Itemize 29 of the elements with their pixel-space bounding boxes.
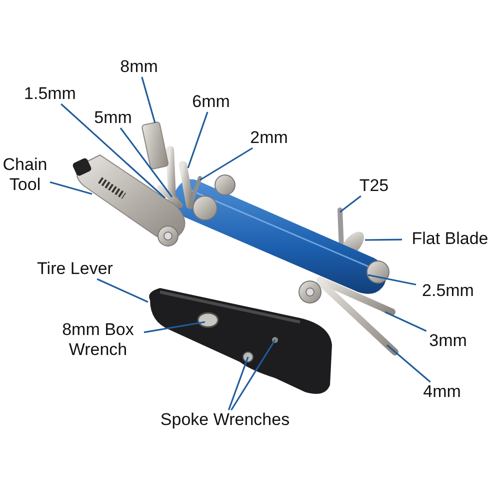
leader-line xyxy=(96,278,148,303)
callout-label: 8mm Box Wrench xyxy=(52,320,144,360)
callout-label: Flat Blade xyxy=(402,229,498,249)
leader-line xyxy=(368,274,416,286)
leader-line xyxy=(50,181,92,195)
callout-label: 8mm xyxy=(116,57,162,77)
leader-line xyxy=(200,147,254,181)
leader-line xyxy=(386,344,431,383)
callout-label: T25 xyxy=(354,176,394,196)
callout-label: 6mm xyxy=(188,92,234,112)
callout-label: 4mm xyxy=(418,382,466,402)
callout-label: Tire Lever xyxy=(26,259,124,279)
leader-line xyxy=(141,76,156,124)
callout-label: 2mm xyxy=(246,128,292,148)
callout-label: Spoke Wrenches xyxy=(140,410,310,430)
leader-line xyxy=(230,340,276,410)
leader-line xyxy=(60,103,166,199)
leader-line xyxy=(365,238,402,241)
callout-label: 5mm xyxy=(90,108,136,128)
leader-line xyxy=(340,195,362,213)
leader-line xyxy=(228,356,249,410)
callout-label: 2.5mm xyxy=(416,281,480,301)
leader-line xyxy=(120,128,173,198)
leader-line xyxy=(144,321,206,334)
leader-line xyxy=(187,112,208,168)
callout-label: 3mm xyxy=(424,331,472,351)
callout-label: Chain Tool xyxy=(0,155,50,195)
callout-label: 1.5mm xyxy=(18,84,82,104)
leader-line xyxy=(384,311,427,332)
